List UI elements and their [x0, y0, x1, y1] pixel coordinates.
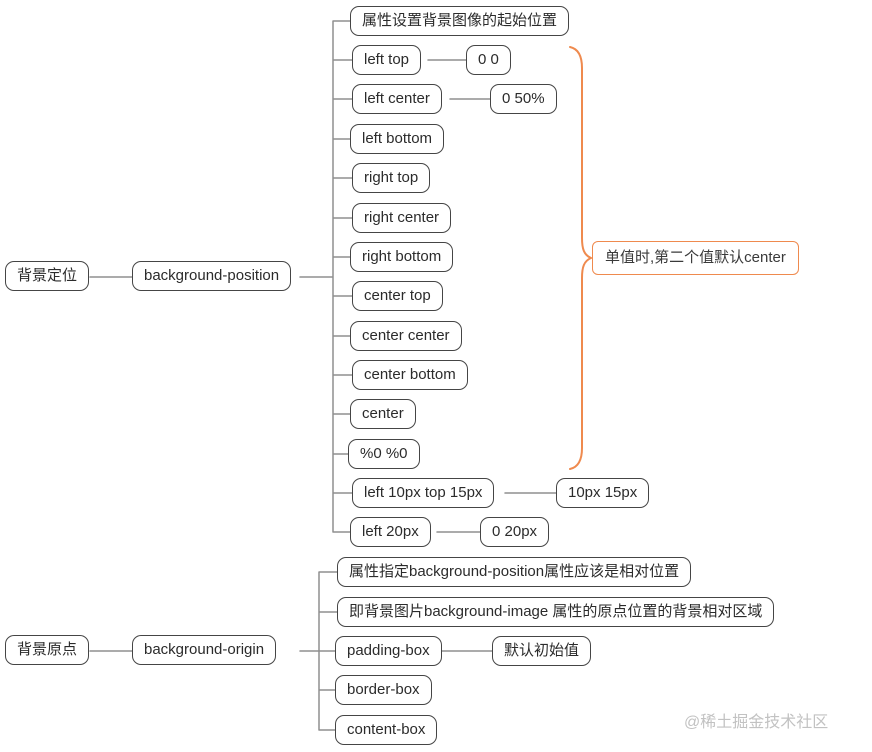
node-background-position: background-position	[132, 261, 292, 291]
node-center: center	[350, 399, 416, 429]
node-value-0-20px: 0 20px	[480, 517, 550, 547]
node-value-0-0: 0 0	[466, 45, 511, 75]
position-tree-connectors	[89, 20, 563, 533]
node-background-origin: background-origin	[132, 635, 277, 665]
node-center-top: center top	[352, 281, 443, 311]
node-origin-description-1: 属性指定background-position属性应该是相对位置	[337, 557, 692, 587]
node-origin-description-2: 即背景图片background-image 属性的原点位置的背景相对区域	[337, 597, 775, 627]
node-value-0-50: 0 50%	[490, 84, 557, 114]
node-left-top: left top	[352, 45, 422, 75]
node-left-center: left center	[352, 84, 442, 114]
node-left-bottom: left bottom	[350, 124, 445, 154]
node-root-origin: 背景原点	[5, 635, 90, 665]
node-border-box: border-box	[335, 675, 432, 705]
node-percent0: %0 %0	[348, 439, 420, 469]
node-right-top: right top	[352, 163, 431, 193]
node-left10-top15: left 10px top 15px	[352, 478, 495, 508]
origin-tree-connectors	[89, 571, 499, 731]
watermark: @稀土掘金技术社区	[684, 714, 829, 731]
node-root-position: 背景定位	[5, 261, 90, 291]
single-value-brace	[569, 46, 594, 470]
node-content-box: content-box	[335, 715, 438, 745]
node-padding-box: padding-box	[335, 636, 442, 666]
node-center-center: center center	[350, 321, 462, 351]
node-value-10px-15px: 10px 15px	[556, 478, 650, 508]
node-center-bottom: center bottom	[352, 360, 468, 390]
node-left-20px: left 20px	[350, 517, 431, 547]
node-right-bottom: right bottom	[350, 242, 454, 272]
node-position-description: 属性设置背景图像的起始位置	[350, 6, 570, 36]
node-right-center: right center	[352, 203, 452, 233]
single-value-annotation: 单值时,第二个值默认center	[592, 241, 799, 275]
node-default-initial: 默认初始值	[492, 636, 592, 666]
